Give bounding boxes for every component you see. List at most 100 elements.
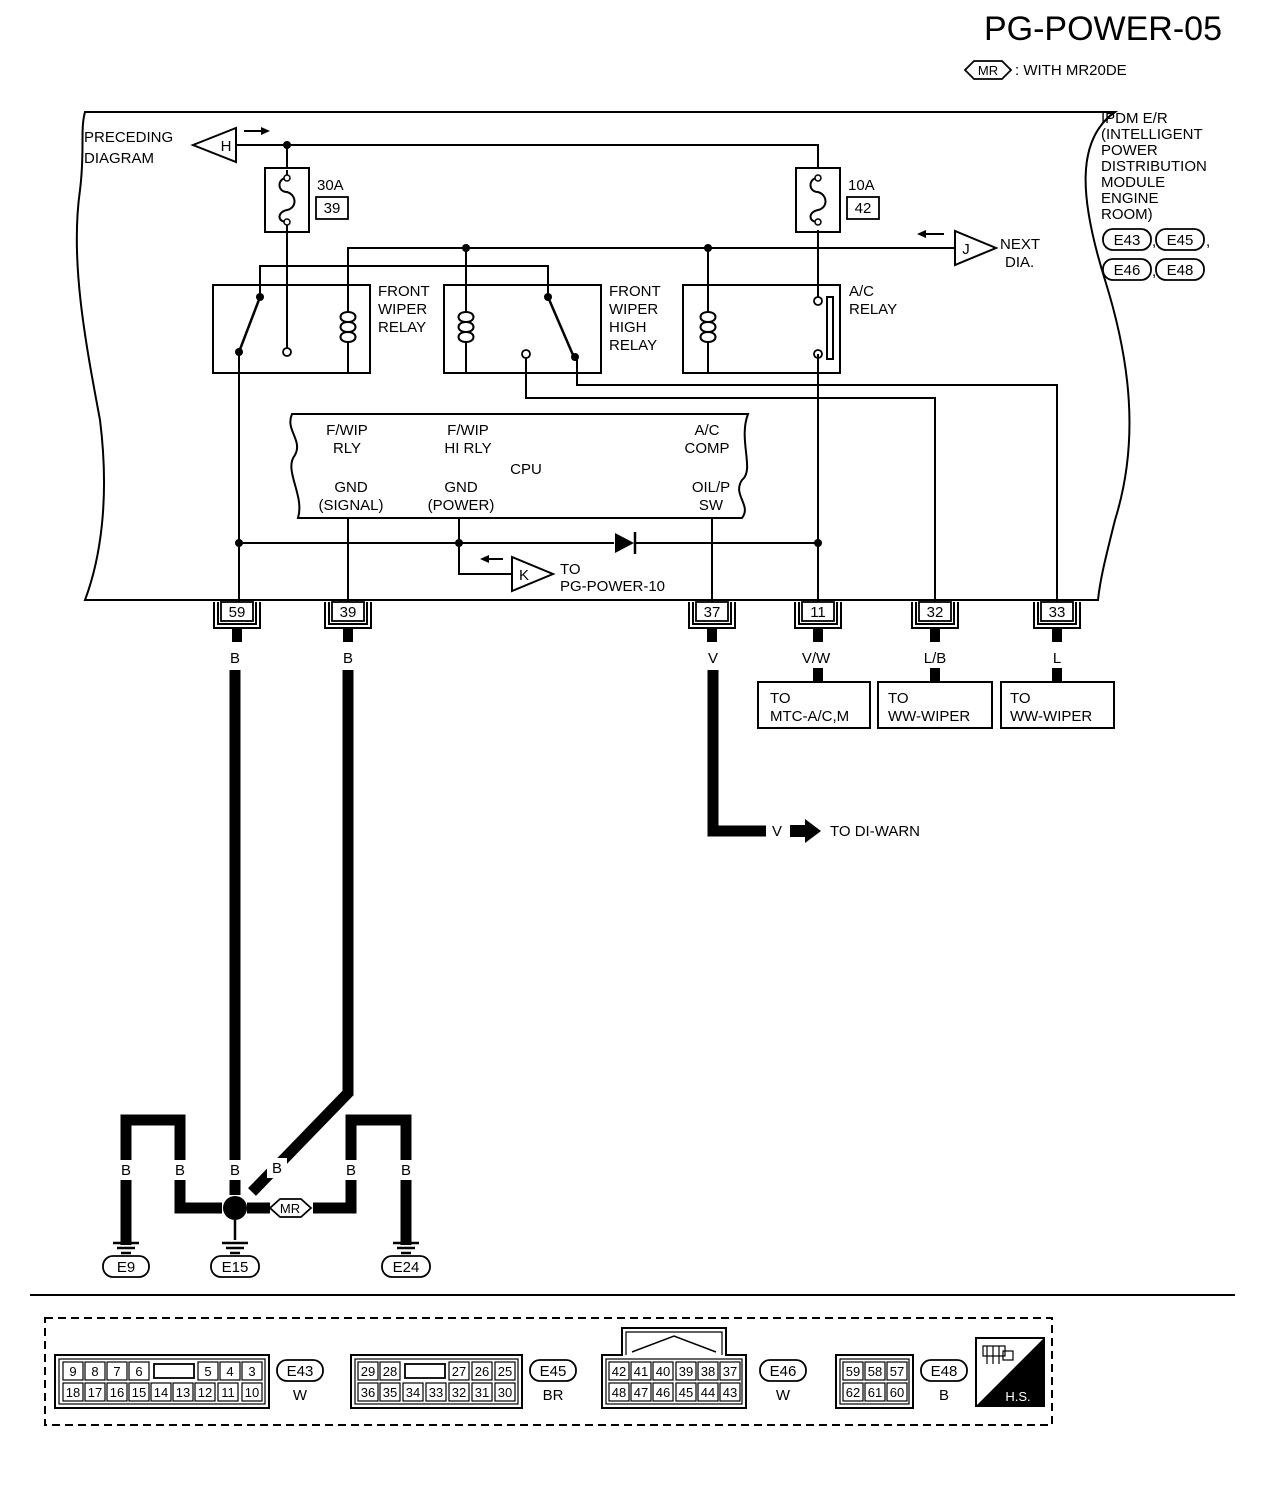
svg-text:13: 13 — [176, 1385, 190, 1400]
svg-text:14: 14 — [154, 1385, 168, 1400]
svg-text:8: 8 — [91, 1364, 98, 1379]
battery-bus — [236, 144, 819, 170]
page-code: PG-POWER-05 — [984, 10, 1222, 48]
svg-text:16: 16 — [110, 1385, 124, 1400]
svg-text:B: B — [230, 1162, 240, 1179]
svg-text:,: , — [1152, 263, 1156, 280]
svg-text:W: W — [293, 1387, 308, 1404]
svg-text:(INTELLIGENT: (INTELLIGENT — [1101, 126, 1203, 143]
svg-text:HIGH: HIGH — [609, 319, 647, 336]
svg-text:COMP: COMP — [685, 440, 730, 457]
legend-text: : WITH MR20DE — [1015, 62, 1127, 79]
svg-text:32: 32 — [927, 604, 944, 621]
svg-text:44: 44 — [701, 1385, 715, 1400]
svg-text:47: 47 — [634, 1385, 648, 1400]
svg-text:POWER: POWER — [1101, 142, 1158, 159]
svg-text:36: 36 — [361, 1385, 375, 1400]
module-name: IPDM E/R (INTELLIGENT POWER DISTRIBUTION… — [1101, 110, 1207, 223]
svg-text:37: 37 — [704, 604, 721, 621]
svg-text:B: B — [401, 1162, 411, 1179]
module-outline — [75, 111, 1131, 601]
svg-text:E46: E46 — [770, 1363, 797, 1380]
di-warn-text: TO DI-WARN — [830, 823, 920, 840]
diode-icon — [615, 533, 634, 553]
svg-text:29: 29 — [361, 1364, 375, 1379]
offpage-letter-j: J — [962, 241, 970, 258]
svg-text:A/C: A/C — [849, 283, 874, 300]
svg-text:42: 42 — [612, 1364, 626, 1379]
wire-color: L/B — [924, 650, 947, 667]
fuse-amps: 10A — [848, 177, 875, 194]
connector-panel — [44, 1317, 1053, 1426]
svg-text:MTC-A/C,M: MTC-A/C,M — [770, 708, 849, 725]
dest-ww-wiper-2: TO WW-WIPER — [1000, 681, 1115, 729]
svg-text:E45: E45 — [540, 1363, 567, 1380]
svg-text:TO: TO — [770, 690, 791, 707]
harness-side-icon: H.S. — [975, 1337, 1045, 1407]
dest-mtc-ac: TO MTC-A/C,M — [757, 681, 871, 729]
fuse-number: 39 — [324, 200, 341, 217]
svg-text:SW: SW — [699, 497, 724, 514]
wire-color: L — [1053, 650, 1061, 667]
svg-text:9: 9 — [69, 1364, 76, 1379]
ground-label-e9: E9 — [117, 1259, 135, 1276]
svg-text:28: 28 — [383, 1364, 397, 1379]
svg-text:61: 61 — [868, 1385, 882, 1400]
svg-text:CPU: CPU — [510, 461, 542, 478]
svg-text:4: 4 — [226, 1364, 233, 1379]
svg-text:ROOM): ROOM) — [1101, 206, 1153, 223]
svg-text:60: 60 — [890, 1385, 904, 1400]
svg-text:45: 45 — [679, 1385, 693, 1400]
svg-text:38: 38 — [701, 1364, 715, 1379]
svg-text:3: 3 — [248, 1364, 255, 1379]
svg-text:41: 41 — [634, 1364, 648, 1379]
ground-icon: E24 — [381, 1241, 431, 1278]
wiper-relay-link — [259, 265, 549, 297]
ground-icon: E9 — [102, 1241, 150, 1278]
svg-text:57: 57 — [890, 1364, 904, 1379]
svg-text:27: 27 — [452, 1364, 466, 1379]
terminal-39: 39 B — [324, 601, 372, 667]
svg-text:6: 6 — [135, 1364, 142, 1379]
svg-text:33: 33 — [429, 1385, 443, 1400]
svg-text:59: 59 — [846, 1364, 860, 1379]
svg-text:TO: TO — [1010, 690, 1031, 707]
connector-view-e43: 9 8 7 6 5 4 3 18 17 16 15 14 13 12 11 10… — [54, 1354, 324, 1409]
offpage-letter-k: K — [519, 567, 529, 584]
module-connectors: E43 , E45 , E46 , E48 — [1102, 228, 1210, 281]
svg-text:10: 10 — [245, 1385, 259, 1400]
svg-text:26: 26 — [475, 1364, 489, 1379]
cpu-labels: F/WIP RLY F/WIP HI RLY A/C COMP CPU GND … — [318, 422, 730, 514]
svg-text:IPDM E/R: IPDM E/R — [1101, 110, 1168, 127]
svg-text:5: 5 — [204, 1364, 211, 1379]
ground-label-e24: E24 — [393, 1259, 420, 1276]
svg-text:MODULE: MODULE — [1101, 174, 1165, 191]
svg-text:HI RLY: HI RLY — [444, 440, 491, 457]
svg-text:62: 62 — [846, 1385, 860, 1400]
next-diagram-ref: J NEXT DIA. — [917, 229, 1040, 271]
svg-text:WIPER: WIPER — [378, 301, 427, 318]
svg-text:(SIGNAL): (SIGNAL) — [318, 497, 383, 514]
svg-text:12: 12 — [198, 1385, 212, 1400]
svg-text:BR: BR — [543, 1387, 564, 1404]
wire-to-32 — [525, 358, 936, 602]
svg-text:(POWER): (POWER) — [428, 497, 495, 514]
svg-text:WIPER: WIPER — [609, 301, 658, 318]
fuse-10a: 10A 42 — [795, 167, 880, 233]
svg-text:17: 17 — [88, 1385, 102, 1400]
connector-view-e45: 29 28 27 26 25 36 35 34 33 32 31 30 E45 … — [350, 1354, 577, 1409]
wire-color: V/W — [802, 650, 831, 667]
svg-text:A/C: A/C — [694, 422, 719, 439]
svg-text:DIA.: DIA. — [1005, 254, 1034, 271]
terminal-59: 59 B — [213, 601, 261, 667]
svg-text:,: , — [1152, 233, 1156, 250]
mr-badge: MR — [280, 1201, 300, 1216]
svg-text:E48: E48 — [931, 1363, 958, 1380]
svg-text:35: 35 — [383, 1385, 397, 1400]
di-warn-wire-color: V — [772, 823, 782, 840]
svg-text:B: B — [121, 1162, 131, 1179]
connector-view-e46: 42 41 40 39 38 37 48 47 46 45 44 43 E46 … — [601, 1327, 807, 1409]
module-connector-e48: E48 — [1167, 262, 1194, 279]
wire-color: B — [343, 650, 353, 667]
